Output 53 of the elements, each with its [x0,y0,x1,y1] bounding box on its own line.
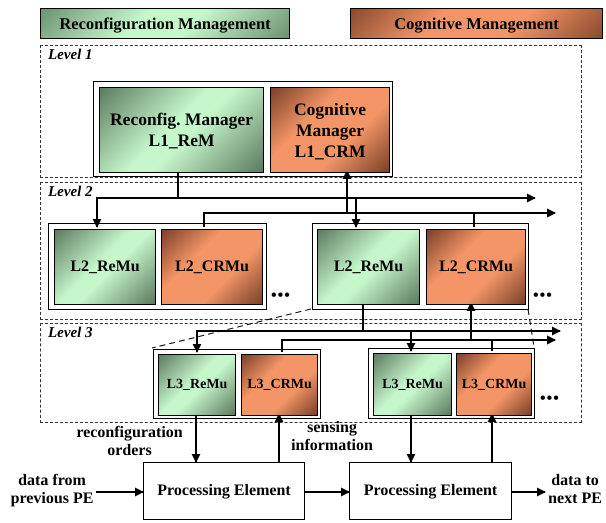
cognitive-box [270,87,390,173]
ellipsis-mark: ••• [271,287,291,305]
cognitive-box [456,353,532,416]
reconfiguration-box [158,354,236,416]
zoom-line [152,308,312,348]
group-frame [368,348,535,419]
arrow [491,336,556,351]
arrow [274,413,284,462]
legend-swatch: Cognitive Management [350,8,603,39]
legend-swatch: Reconfiguration Management [40,8,290,39]
box-text: L3_ReMu [381,376,444,392]
group-frame [312,223,529,310]
arrow [488,413,496,462]
zoom-line [528,308,534,348]
group-frame [153,349,321,419]
ellipsis-mark: ••• [540,390,560,408]
level-region [40,45,582,178]
process-box [143,462,305,520]
reconfiguration-box [54,229,156,305]
edge-label: reconfiguration orders [75,424,184,461]
box-text: L3_CRMu [246,377,313,393]
box-text: L2_CRMu [174,258,250,276]
box-text: L3_ReMu [166,377,228,393]
cognitive-box [161,229,263,305]
box-text: L3_CRMu [460,376,528,392]
box-text: Processing Element [362,482,498,500]
group-frame [93,81,393,177]
level-label: Level 3 [47,325,94,342]
reconfiguration-box [99,87,264,173]
ellipsis-mark: ••• [533,287,553,305]
process-box [349,462,512,520]
level-label: Level 2 [47,184,94,201]
arrow [96,488,144,496]
flow-label: data to next PE [545,458,605,522]
arrow [406,414,416,463]
edge-label: sensing information [290,419,374,456]
cognitive-box [241,354,318,416]
arrow [192,414,200,463]
flow-label: data from previous PE [8,458,96,522]
level-region [40,182,582,320]
box-text: Reconfig. Manager L1_ReM [109,109,254,151]
box-text: L2_ReMu [69,258,141,276]
reconfiguration-box [317,229,420,305]
arrow [305,488,350,496]
cognitive-box [426,229,526,305]
box-text: Cognitive Manager L1_CRM [293,98,367,162]
box-text: Processing Element [156,482,292,500]
box-text: L2_CRMu [438,258,514,276]
level-label: Level 1 [47,47,94,64]
arrow [512,488,546,496]
group-frame [48,223,267,310]
box-text: L2_ReMu [332,258,404,276]
reconfiguration-box [373,353,452,416]
